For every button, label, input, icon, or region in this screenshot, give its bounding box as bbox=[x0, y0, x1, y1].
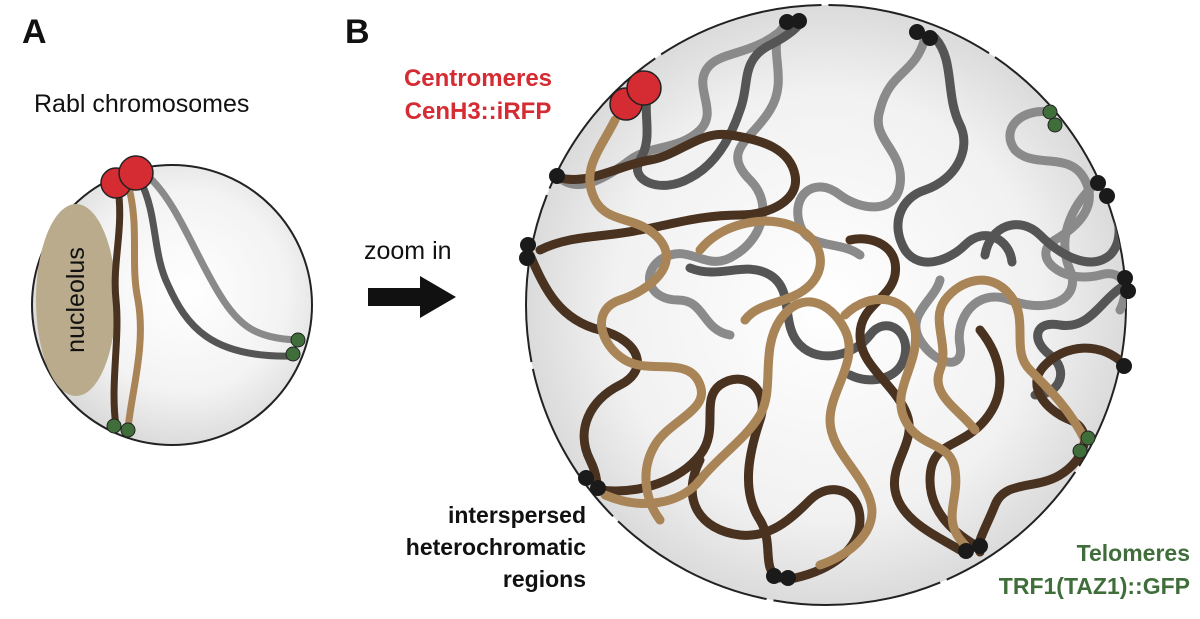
panel-a-title: Rabl chromosomes bbox=[34, 90, 249, 118]
chromatin-arm-light-gray bbox=[146, 174, 300, 344]
heterochromatin-dot bbox=[1117, 270, 1133, 286]
telomere-dot bbox=[1047, 117, 1063, 133]
telomere-dot bbox=[106, 418, 122, 434]
heterochromatin-dot bbox=[1090, 175, 1106, 191]
centromere-dot bbox=[118, 155, 154, 191]
heterochromatin-dot bbox=[779, 14, 795, 30]
chromatin-strand-light-brown bbox=[695, 216, 825, 325]
chromatin-strand-dark-brown bbox=[845, 234, 965, 555]
chromatin-strand-dark-brown bbox=[595, 374, 785, 583]
heterochromatin-dot bbox=[766, 568, 782, 584]
heterochromatin-dot bbox=[780, 570, 796, 586]
heterochromatin-dot bbox=[972, 538, 988, 554]
chromatin-arm-dark-brown bbox=[110, 184, 124, 430]
heterochromatin-dot bbox=[578, 470, 594, 486]
chromatin-arm-dark-gray bbox=[136, 176, 296, 360]
panel-b: B Centromeres CenH3::iRFP bbox=[345, 4, 1190, 606]
heterochromatin-dot bbox=[590, 480, 606, 496]
chromatin-strand-dark-gray bbox=[1030, 280, 1126, 400]
chromatin-strand-light-brown bbox=[840, 295, 970, 550]
heterochromatin-label-line2: heterochromatic bbox=[406, 534, 586, 560]
chromatin-strand-light-gray bbox=[1005, 107, 1126, 315]
zoom-arrow: zoom in bbox=[364, 237, 456, 318]
panel-b-letter: B bbox=[345, 13, 370, 51]
heterochromatin-dot bbox=[791, 13, 807, 29]
heterochromatin-dot bbox=[958, 543, 974, 559]
chromatin-strand-light-brown bbox=[585, 115, 707, 525]
centromere-dot bbox=[626, 70, 662, 106]
chromatin-strand-dark-gray bbox=[633, 17, 805, 190]
telomere-label-line2: TRF1(TAZ1)::GFP bbox=[999, 573, 1190, 599]
zoom-label: zoom in bbox=[364, 237, 452, 265]
chromatin-strand-dark-brown bbox=[526, 250, 642, 495]
chromatin-arm-light-brown bbox=[124, 180, 144, 432]
heterochromatin-dot bbox=[549, 168, 565, 184]
heterochromatin-dot bbox=[1099, 188, 1115, 204]
heterochromatin-dot bbox=[519, 250, 535, 266]
panel-a: A Rabl chromosomes nucleolus bbox=[22, 13, 313, 446]
telomere-dot bbox=[1042, 104, 1058, 120]
centromere-label-line1: Centromeres bbox=[404, 65, 552, 92]
chromatin-strand-dark-brown bbox=[925, 325, 1005, 550]
nucleolus-shape bbox=[36, 204, 116, 396]
heterochromatin-dot bbox=[1120, 283, 1136, 299]
chromatin-strand-light-gray bbox=[645, 17, 795, 340]
nucleolus-label: nucleolus bbox=[62, 247, 90, 353]
chromatin-strand-dark-gray bbox=[893, 33, 1017, 267]
telomere-dot bbox=[1072, 443, 1088, 459]
heterochromatin-dot bbox=[1116, 358, 1132, 374]
centromere-label-line2: CenH3::iRFP bbox=[405, 98, 552, 125]
telomere-dot bbox=[120, 422, 136, 438]
heterochromatin-label-line3: regions bbox=[503, 566, 586, 592]
arrow-right-icon bbox=[368, 276, 456, 318]
chromatin-strand-dark-gray bbox=[685, 263, 911, 385]
telomere-label-line1: Telomeres bbox=[1077, 540, 1190, 566]
heterochromatin-dot bbox=[520, 237, 536, 253]
chromatin-strand-light-brown bbox=[600, 297, 877, 570]
telomere-dot bbox=[290, 332, 306, 348]
telomere-dot bbox=[285, 346, 301, 362]
heterochromatin-dot bbox=[909, 24, 925, 40]
telomere-dot bbox=[1080, 430, 1096, 446]
heterochromatin-label-line1: interspersed bbox=[448, 502, 586, 528]
chromatin-strand-light-brown bbox=[933, 275, 1090, 445]
panel-a-letter: A bbox=[22, 13, 47, 51]
heterochromatin-knobs bbox=[519, 13, 1136, 586]
heterochromatin-dot bbox=[922, 30, 938, 46]
